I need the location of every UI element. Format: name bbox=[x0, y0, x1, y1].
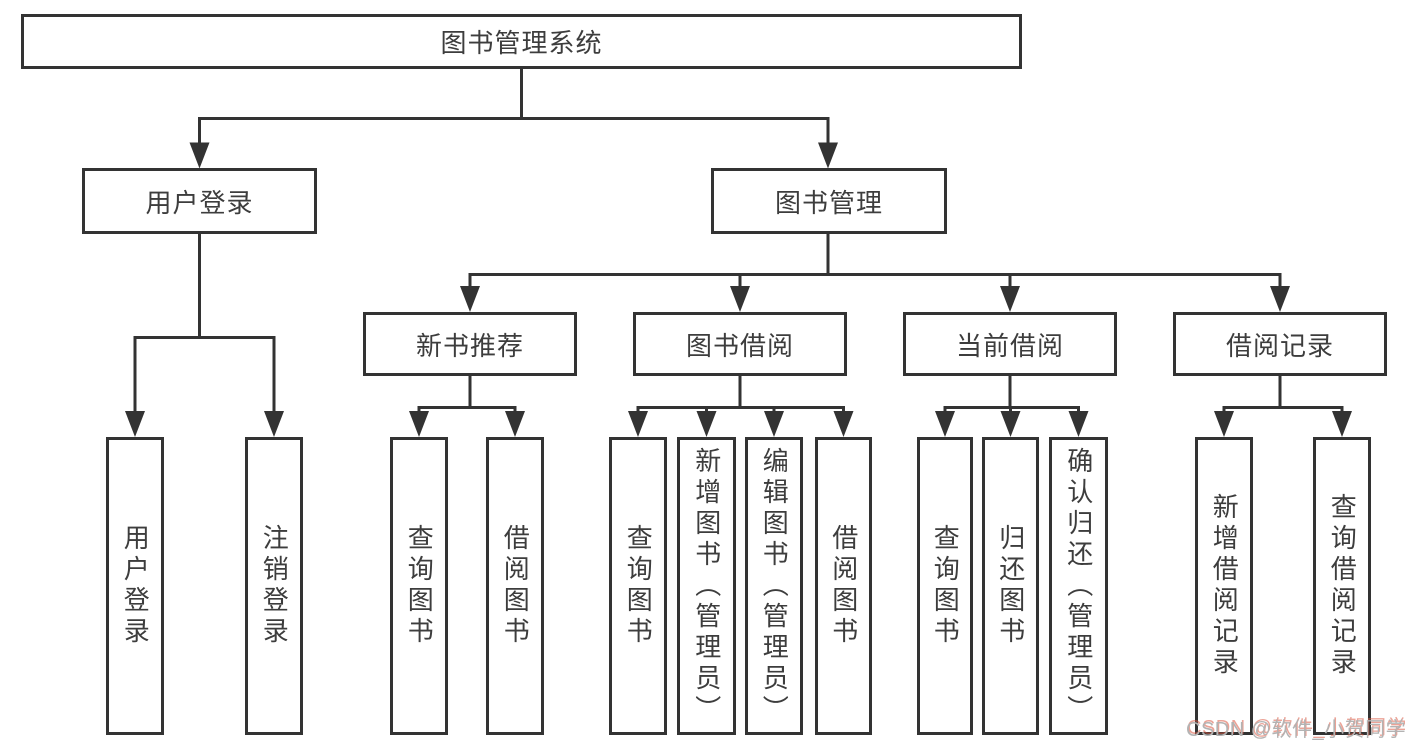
leaf-return-books: 归还图书 bbox=[982, 437, 1039, 735]
leaf-borrow-books-recommend: 借阅图书 bbox=[486, 437, 544, 735]
leaf-borrow-books-recommend-label: 借阅图书 bbox=[500, 524, 531, 648]
node-root-label: 图书管理系统 bbox=[440, 28, 603, 58]
node-book-management-label: 图书管理 bbox=[774, 187, 883, 218]
leaf-return-books-label: 归还图书 bbox=[995, 524, 1026, 648]
node-root: 图书管理系统 bbox=[21, 14, 1022, 69]
node-user-login-label: 用户登录 bbox=[145, 187, 254, 218]
node-book-management: 图书管理 bbox=[711, 168, 947, 234]
node-user-login: 用户登录 bbox=[82, 168, 317, 234]
leaf-query-books-borrowing: 查询图书 bbox=[609, 437, 667, 735]
leaf-query-books-recommend: 查询图书 bbox=[390, 437, 448, 735]
leaf-logout-label: 注销登录 bbox=[259, 524, 290, 648]
leaf-add-books-admin-label: 新增图书（管理员） bbox=[691, 446, 722, 726]
leaf-confirm-return-admin-label: 确认归还（管理员） bbox=[1063, 446, 1094, 726]
leaf-add-books-admin: 新增图书（管理员） bbox=[677, 437, 736, 735]
leaf-borrow-books: 借阅图书 bbox=[815, 437, 872, 735]
node-current-borrowing-label: 当前借阅 bbox=[955, 330, 1064, 361]
node-new-book-recommend: 新书推荐 bbox=[363, 312, 577, 376]
node-borrowing-records-label: 借阅记录 bbox=[1225, 330, 1334, 361]
node-book-borrowing-label: 图书借阅 bbox=[685, 330, 794, 361]
leaf-logout: 注销登录 bbox=[245, 437, 303, 735]
node-current-borrowing: 当前借阅 bbox=[903, 312, 1117, 376]
leaf-query-borrow-record-label: 查询借阅记录 bbox=[1327, 493, 1358, 679]
leaf-add-borrow-record: 新增借阅记录 bbox=[1195, 437, 1253, 735]
leaf-query-borrow-record: 查询借阅记录 bbox=[1313, 437, 1371, 735]
leaf-add-borrow-record-label: 新增借阅记录 bbox=[1209, 493, 1240, 679]
leaf-edit-books-admin-label: 编辑图书（管理员） bbox=[759, 446, 790, 726]
node-new-book-recommend-label: 新书推荐 bbox=[415, 330, 524, 361]
node-borrowing-records: 借阅记录 bbox=[1173, 312, 1387, 376]
node-book-borrowing: 图书借阅 bbox=[633, 312, 847, 376]
leaf-query-books-recommend-label: 查询图书 bbox=[404, 524, 435, 648]
leaf-user-login-label: 用户登录 bbox=[120, 524, 151, 648]
leaf-borrow-books-label: 借阅图书 bbox=[828, 524, 859, 648]
leaf-query-books-current-label: 查询图书 bbox=[930, 524, 961, 648]
csdn-watermark: CSDN @软件_小贺同学 bbox=[1186, 719, 1405, 741]
leaf-user-login: 用户登录 bbox=[106, 437, 164, 735]
leaf-edit-books-admin: 编辑图书（管理员） bbox=[745, 437, 803, 735]
leaf-query-books-borrowing-label: 查询图书 bbox=[623, 524, 654, 648]
leaf-confirm-return-admin: 确认归还（管理员） bbox=[1049, 437, 1108, 735]
leaf-query-books-current: 查询图书 bbox=[917, 437, 973, 735]
